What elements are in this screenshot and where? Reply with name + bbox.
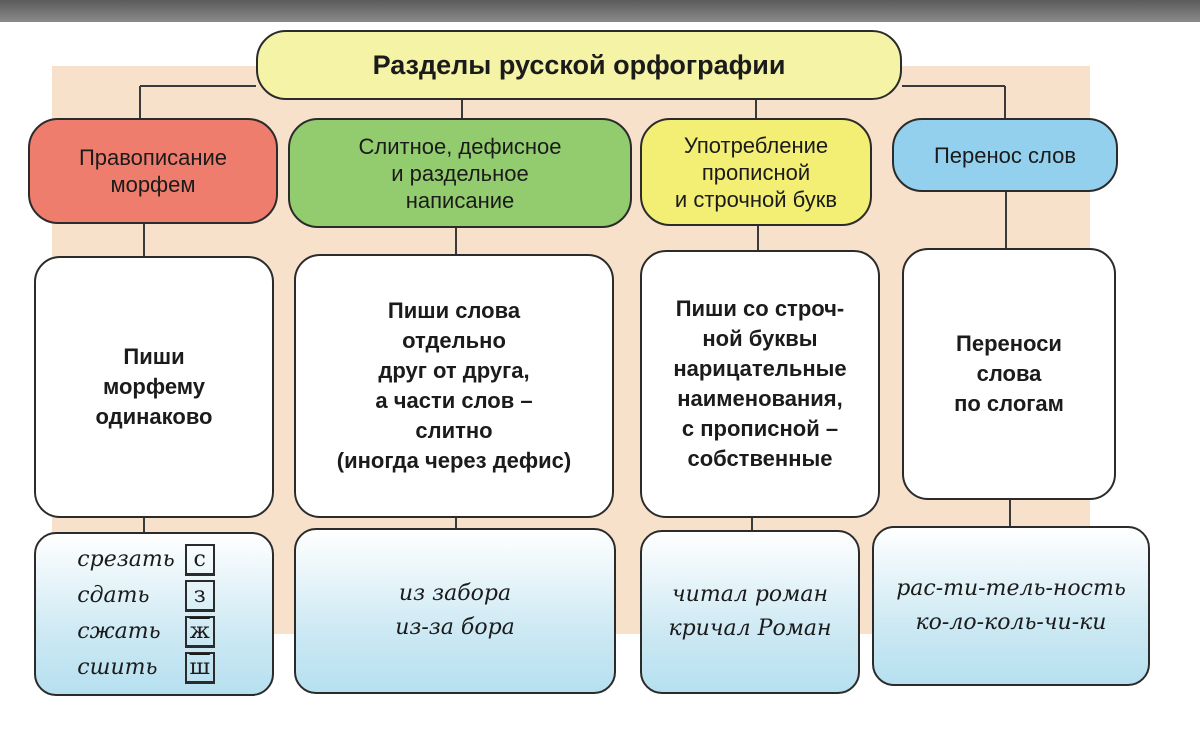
sound-transcription: ш (184, 652, 215, 684)
examples-capital-lowercase: читал роман кричал Роман (640, 530, 860, 694)
top-shadow-bar (0, 0, 1200, 22)
rule-capital-lowercase: Пиши со строч- ной буквы нарицательные н… (640, 250, 880, 518)
examples-morpheme-spelling: срезать с сдать з сжать ж сшить ш (34, 532, 274, 696)
rule-joint-hyphen-separate: Пиши слова отдельно друг от друга, а час… (294, 254, 614, 518)
sound-transcription: з (184, 580, 215, 612)
rule-morpheme-spelling: Пиши морфему одинаково (34, 256, 274, 518)
example-word: срезать (77, 547, 175, 572)
examples-joint-hyphen-separate: из забора из-за бора (294, 528, 616, 694)
category-capital-lowercase: Употребление прописной и строчной букв (640, 118, 872, 226)
category-word-hyphenation: Перенос слов (892, 118, 1118, 192)
category-morpheme-spelling: Правописание морфем (28, 118, 278, 224)
examples-word-hyphenation: рас-ти-тель-ность ко-ло-коль-чи-ки (872, 526, 1150, 686)
diagram-title: Разделы русской орфографии (256, 30, 902, 100)
example-word: сжать (77, 619, 161, 644)
sound-transcription: ж (184, 616, 215, 648)
rule-word-hyphenation: Переноси слова по слогам (902, 248, 1116, 500)
category-joint-hyphen-separate: Слитное, дефисное и раздельное написание (288, 118, 632, 228)
sound-transcription: с (184, 544, 215, 576)
example-word: сшить (77, 655, 158, 680)
example-word: сдать (77, 583, 150, 608)
